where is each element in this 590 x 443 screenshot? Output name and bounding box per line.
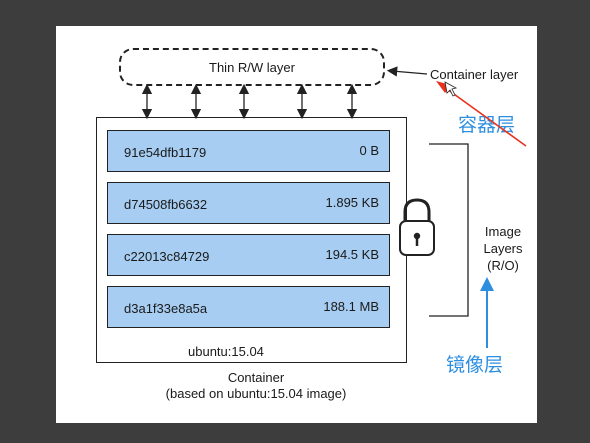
container-caption-line-1: Container — [227, 370, 285, 385]
container-caption-line-2: (based on ubuntu:15.04 image) — [165, 386, 347, 401]
thin-rw-layer-box: Thin R/W layer — [119, 48, 385, 86]
image-layer-cn-label: 镜像层 — [446, 355, 504, 376]
diagram-canvas: Thin R/W layer Container layer 容器层 91e54… — [56, 26, 537, 423]
diagram-overlay — [141, 66, 527, 348]
image-layer-4: d3a1f33e8a5a 188.1 MB — [107, 286, 390, 328]
layer-id: 91e54dfb1179 — [124, 145, 207, 160]
layer-size: 1.895 KB — [325, 195, 380, 210]
image-layers-label-line-2: Layers — [483, 241, 523, 256]
base-image-label: ubuntu:15.04 — [188, 344, 264, 359]
thin-rw-layer-label: Thin R/W layer — [209, 60, 295, 75]
image-layer-2: d74508fb6632 1.895 KB — [107, 182, 390, 224]
rw-arrows — [141, 83, 358, 120]
container-layer-pointer-arrow — [386, 66, 428, 77]
lock-icon — [399, 198, 435, 256]
image-layers-label-line-3: (R/O) — [487, 258, 519, 273]
container-layer-cn-label: 容器层 — [458, 115, 516, 136]
image-layers-bracket — [429, 143, 469, 317]
layer-size: 0 B — [359, 143, 379, 158]
red-annotation-arrow — [436, 81, 527, 147]
layer-size: 194.5 KB — [325, 247, 380, 262]
layer-id: d74508fb6632 — [124, 197, 208, 212]
image-layer-3: c22013c84729 194.5 KB — [107, 234, 390, 276]
image-layers-label-line-1: Image — [484, 224, 522, 239]
image-layer-1: 91e54dfb1179 0 B — [107, 130, 390, 172]
layer-size: 188.1 MB — [323, 299, 379, 314]
layer-id: d3a1f33e8a5a — [124, 301, 208, 316]
container-layer-label: Container layer — [430, 67, 519, 82]
cursor-icon — [444, 81, 458, 97]
layer-id: c22013c84729 — [124, 249, 210, 264]
